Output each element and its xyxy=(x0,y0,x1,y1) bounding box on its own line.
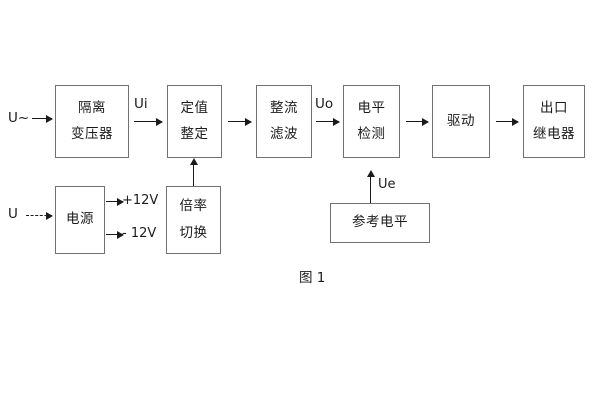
block-drive: 驱动 xyxy=(432,85,490,158)
arrow-input-dc-to-power-supply xyxy=(26,211,53,220)
arrow-reference-to-level-detect xyxy=(366,170,375,203)
block-drive-line1: 驱动 xyxy=(447,112,475,129)
signal-label-uo: Uo xyxy=(315,96,334,112)
arrow-setting-to-rectify xyxy=(228,117,252,126)
block-rectify-filter-line1: 整流 xyxy=(270,99,298,116)
arrow-isolation-to-setting xyxy=(134,117,163,126)
block-output-relay-line2: 继电器 xyxy=(533,126,575,142)
figure-caption: 图 1 xyxy=(299,270,326,286)
arrow-drive-to-output-relay xyxy=(496,117,519,126)
block-multiplier-switch-line2: 切换 xyxy=(179,224,208,241)
signal-label-ui: Ui xyxy=(134,96,148,112)
block-power-supply-line1: 电源 xyxy=(66,211,94,228)
block-rectify-filter: 整流 滤波 xyxy=(256,85,312,158)
block-power-supply: 电源 xyxy=(55,186,105,254)
block-setting-value: 定值 整定 xyxy=(167,85,222,158)
block-setting-value-line1: 定值 xyxy=(180,99,209,116)
block-isolation-transformer-line2: 变压器 xyxy=(71,126,113,142)
block-setting-value-line2: 整定 xyxy=(180,126,209,142)
arrow-multiplier-to-setting xyxy=(189,158,198,186)
block-reference-level-line1: 参考电平 xyxy=(352,214,408,231)
block-level-detect-line1: 电平 xyxy=(357,99,386,116)
rail-label-positive: +12V xyxy=(122,193,159,208)
input-label-ac: U~ xyxy=(8,110,30,126)
block-multiplier-switch-line1: 倍率 xyxy=(179,198,208,214)
block-isolation-transformer-line1: 隔离 xyxy=(78,99,106,116)
block-isolation-transformer: 隔离 变压器 xyxy=(55,85,129,158)
arrow-rail-negative xyxy=(106,230,124,239)
block-output-relay: 出口 继电器 xyxy=(523,85,585,158)
block-rectify-filter-line2: 滤波 xyxy=(270,126,298,142)
arrow-rectify-to-level-detect xyxy=(316,117,340,126)
arrow-rail-positive xyxy=(106,197,124,206)
input-label-dc: U xyxy=(8,206,18,222)
block-reference-level: 参考电平 xyxy=(330,203,430,243)
block-level-detect-line2: 检测 xyxy=(357,126,386,142)
signal-label-ue: Ue xyxy=(378,177,396,192)
arrow-input-ac-to-isolation xyxy=(32,114,53,123)
arrow-level-detect-to-drive xyxy=(406,117,429,126)
rail-label-negative: - 12V xyxy=(122,226,157,241)
block-multiplier-switch: 倍率 切换 xyxy=(166,186,221,254)
block-level-detect: 电平 检测 xyxy=(343,85,400,158)
block-output-relay-line1: 出口 xyxy=(540,99,568,116)
